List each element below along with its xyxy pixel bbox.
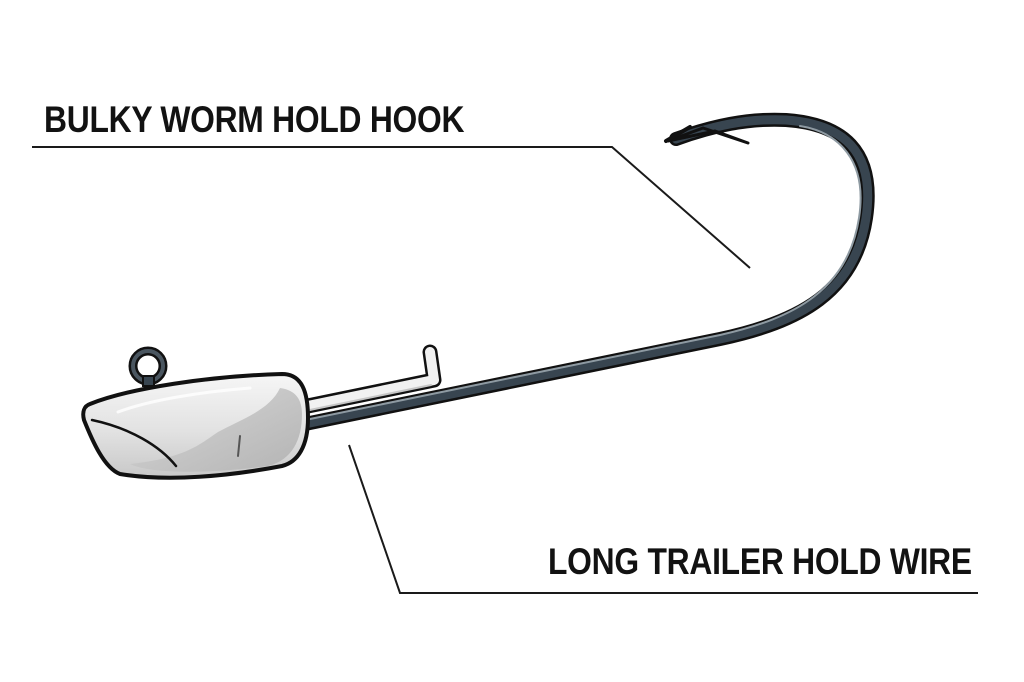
hook-barb <box>666 126 750 145</box>
long-trailer-hold-wire-label: LONG TRAILER HOLD WIRE <box>548 541 972 582</box>
hook-shank <box>293 112 875 432</box>
hook-leader-line <box>32 146 751 269</box>
hook-point <box>664 125 692 143</box>
wire-leader-line <box>348 444 978 594</box>
jig-head <box>81 372 310 480</box>
line-tie-eye <box>128 346 168 387</box>
bulky-worm-hold-hook-label: BULKY WORM HOLD HOOK <box>44 99 465 140</box>
trailer-hold-wire <box>290 344 442 416</box>
